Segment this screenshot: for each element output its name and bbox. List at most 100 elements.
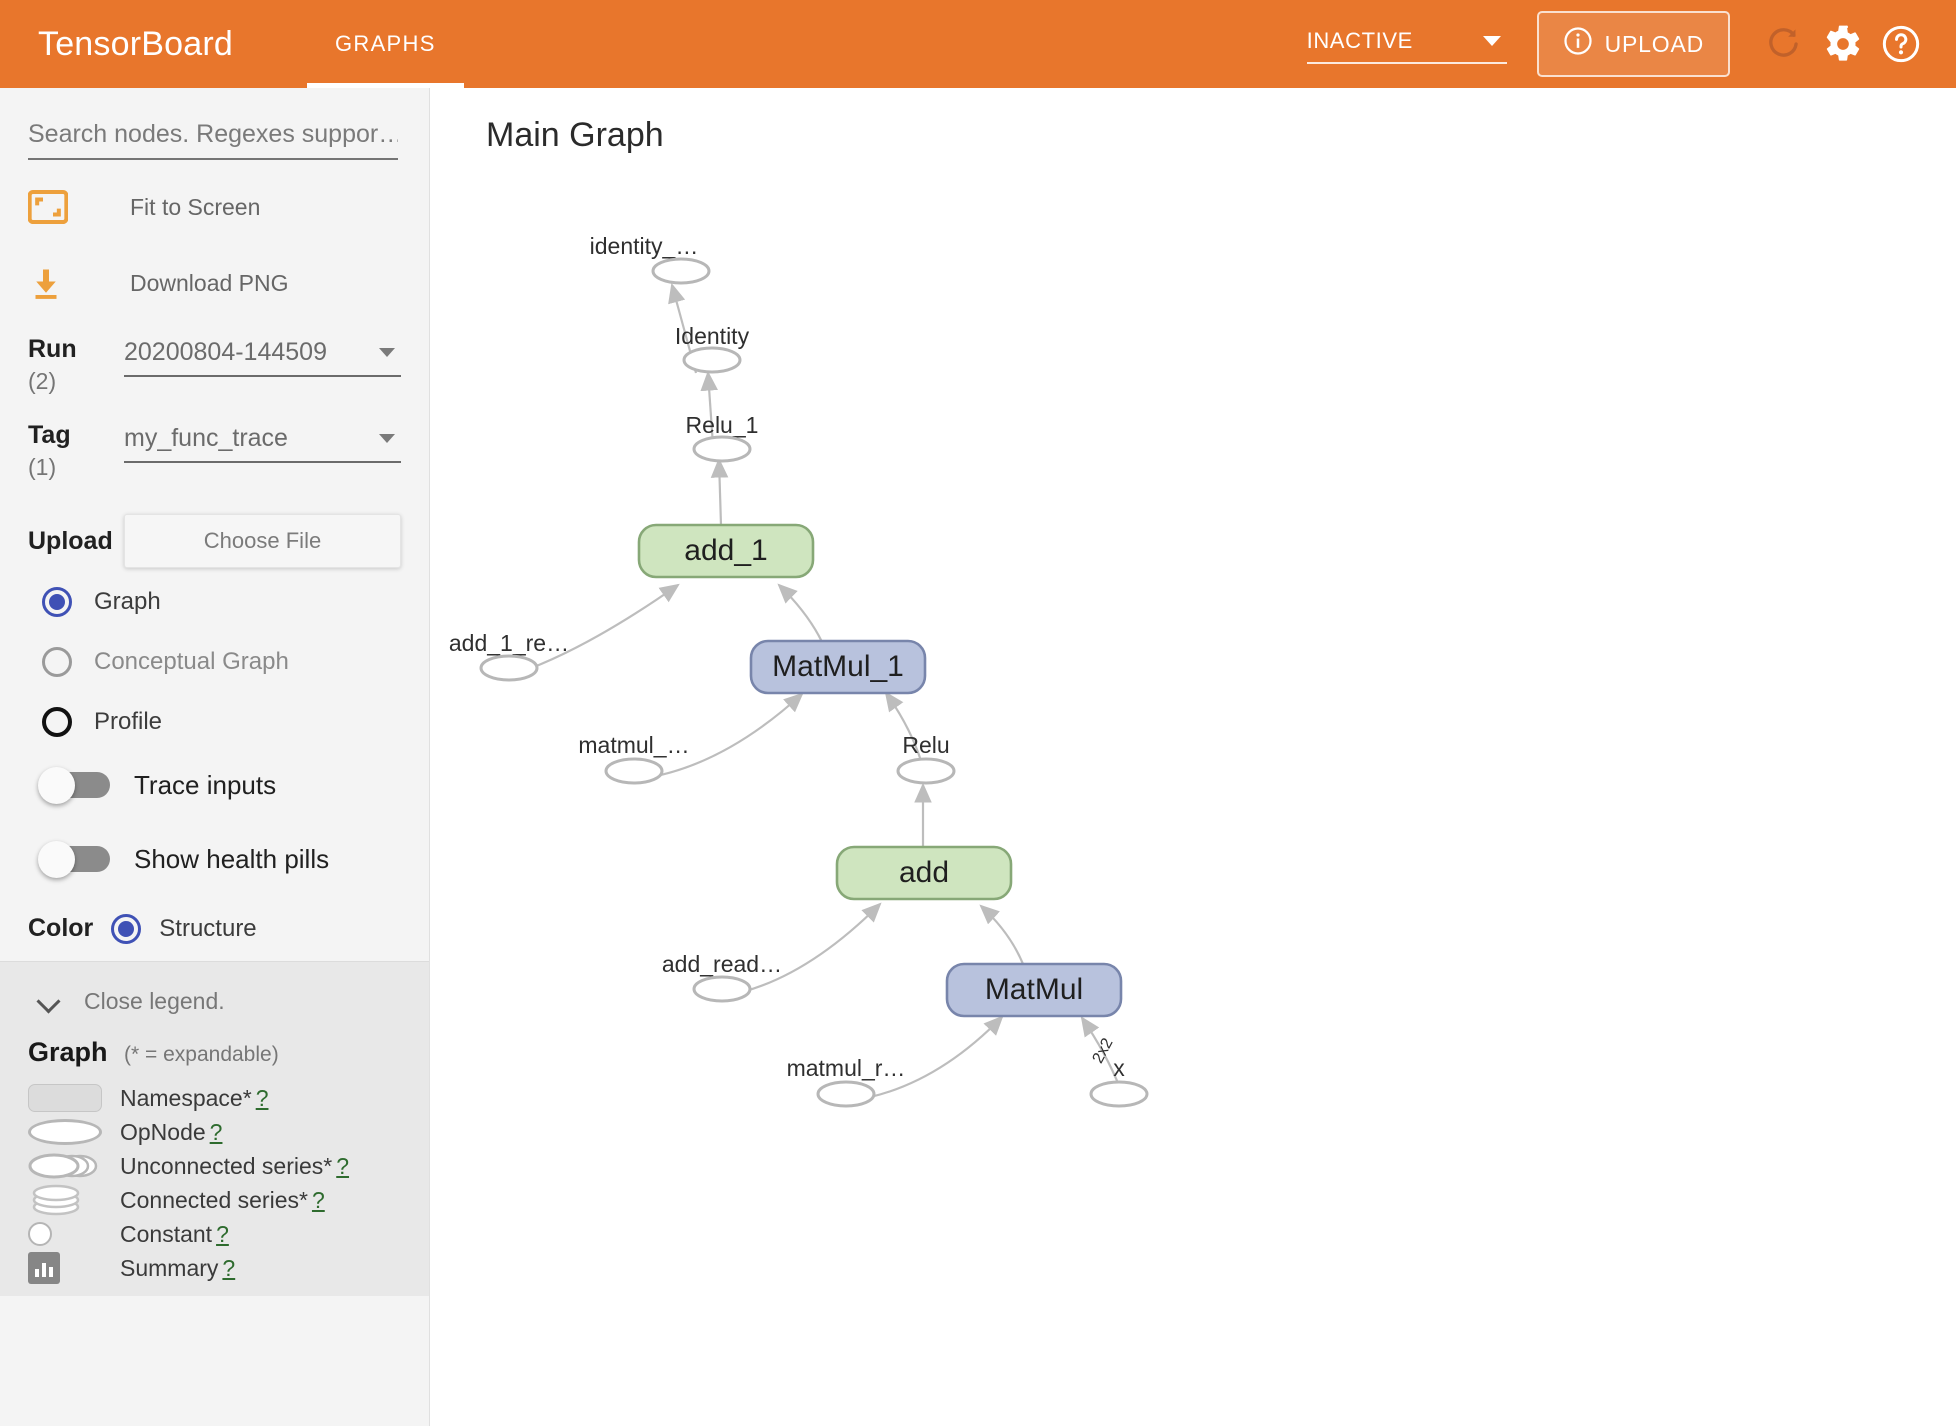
nav-tabs: GRAPHS bbox=[306, 0, 464, 88]
help-link-unconnected-series[interactable]: ? bbox=[336, 1152, 350, 1179]
node-matmul-1-label: MatMul_1 bbox=[772, 650, 904, 683]
node-identity-1-shape[interactable] bbox=[651, 257, 711, 285]
run-status-dropdown[interactable]: INACTIVE bbox=[1306, 28, 1507, 64]
legend-item-unconnected-series: Unconnected series*? bbox=[28, 1150, 401, 1182]
node-relu-1-shape[interactable] bbox=[692, 435, 752, 463]
chevron-down-icon bbox=[40, 991, 62, 1013]
search-input[interactable] bbox=[28, 120, 398, 160]
node-add-1-readvariableop-label: add_1_re… bbox=[449, 630, 569, 656]
help-link-namespace[interactable]: ? bbox=[255, 1084, 269, 1111]
chevron-down-icon bbox=[379, 434, 395, 443]
help-link-connected-series[interactable]: ? bbox=[311, 1186, 325, 1213]
fit-to-screen-icon bbox=[28, 190, 78, 224]
tag-label-group: Tag (1) bbox=[28, 420, 124, 484]
legend-panel: Close legend. Graph (* = expandable) Nam… bbox=[0, 962, 429, 1296]
toolbar-actions: INACTIVE UPLOAD bbox=[1306, 0, 1930, 88]
graph-canvas[interactable]: Main Graph bbox=[431, 88, 1956, 1426]
node-add-readvariableop[interactable]: add_read… bbox=[662, 951, 782, 1003]
node-add-1[interactable]: add_1 bbox=[637, 523, 815, 579]
node-relu[interactable]: Relu bbox=[896, 732, 956, 785]
legend-label-summary: Summary bbox=[120, 1254, 219, 1281]
opnode-swatch-icon bbox=[28, 1119, 120, 1145]
node-matmul-shape[interactable] bbox=[945, 962, 1123, 1018]
close-legend-button[interactable]: Close legend. bbox=[28, 988, 401, 1015]
node-matmul[interactable]: MatMul bbox=[945, 962, 1123, 1018]
node-x-shape[interactable] bbox=[1089, 1080, 1149, 1108]
run-label-group: Run (2) bbox=[28, 334, 124, 398]
node-add-shape[interactable] bbox=[835, 845, 1013, 901]
radio-structure-icon[interactable] bbox=[111, 913, 142, 944]
legend-title: Graph bbox=[28, 1037, 108, 1067]
color-field: Color Structure bbox=[0, 896, 429, 962]
help-link-constant[interactable]: ? bbox=[216, 1220, 229, 1247]
node-matmul-1-readvariableop-shape[interactable] bbox=[604, 757, 664, 785]
node-add[interactable]: add bbox=[835, 845, 1013, 901]
tag-value: my_func_trace bbox=[124, 424, 288, 452]
node-relu-label: Relu bbox=[902, 732, 949, 758]
node-identity-1[interactable]: identity_… bbox=[590, 233, 711, 285]
color-label: Color bbox=[28, 914, 94, 942]
node-identity[interactable]: Identity bbox=[675, 323, 750, 374]
legend-title-row: Graph (* = expandable) bbox=[28, 1037, 401, 1068]
run-count: (2) bbox=[28, 368, 57, 394]
radio-conceptual-graph[interactable]: Conceptual Graph bbox=[0, 636, 429, 688]
gear-icon[interactable] bbox=[1814, 15, 1872, 73]
health-pills-switch-icon bbox=[38, 841, 110, 878]
help-link-summary[interactable]: ? bbox=[222, 1254, 236, 1281]
node-matmul-readvariableop-shape[interactable] bbox=[816, 1080, 876, 1108]
choose-file-button[interactable]: Choose File bbox=[124, 514, 401, 568]
node-matmul-1[interactable]: MatMul_1 bbox=[749, 639, 927, 695]
graph-svg: identity_… Identity Relu_1 add_1 add_1_r… bbox=[449, 233, 1149, 1108]
fit-to-screen-button[interactable]: Fit to Screen bbox=[0, 178, 429, 236]
radio-profile-icon bbox=[42, 707, 72, 737]
legend-label-connected-series: Connected series* bbox=[120, 1186, 308, 1213]
node-add-1-shape[interactable] bbox=[637, 523, 815, 579]
radio-profile-label: Profile bbox=[94, 708, 163, 735]
legend-item-constant: Constant? bbox=[28, 1218, 401, 1250]
radio-profile[interactable]: Profile bbox=[0, 696, 429, 748]
upload-button[interactable]: UPLOAD bbox=[1536, 11, 1730, 77]
legend-label-unconnected-series: Unconnected series* bbox=[120, 1152, 333, 1179]
node-add-1-label: add_1 bbox=[684, 534, 767, 567]
legend-label-opnode: OpNode bbox=[120, 1118, 206, 1145]
node-relu-1[interactable]: Relu_1 bbox=[686, 412, 759, 463]
info-icon bbox=[1563, 26, 1593, 62]
node-matmul-1-readvariableop[interactable]: matmul_… bbox=[578, 732, 690, 785]
help-icon[interactable] bbox=[1872, 15, 1930, 73]
page-title: Main Graph bbox=[486, 116, 664, 154]
connected-series-swatch-icon bbox=[28, 1184, 120, 1216]
node-matmul-readvariableop[interactable]: matmul_r… bbox=[787, 1055, 906, 1108]
top-toolbar: TensorBoard GRAPHS INACTIVE UPLOAD bbox=[0, 0, 1956, 88]
tag-select[interactable]: my_func_trace bbox=[124, 424, 401, 463]
run-select[interactable]: 20200804-144509 bbox=[124, 338, 401, 377]
legend-label-constant: Constant bbox=[120, 1220, 213, 1247]
refresh-icon[interactable] bbox=[1756, 15, 1814, 73]
radio-graph[interactable]: Graph bbox=[0, 576, 429, 628]
node-add-readvariableop-label: add_read… bbox=[662, 951, 782, 977]
chevron-down-icon bbox=[1482, 36, 1501, 46]
trace-inputs-label: Trace inputs bbox=[134, 769, 277, 800]
summary-swatch-icon bbox=[28, 1252, 120, 1284]
node-add-1-readvariableop[interactable]: add_1_re… bbox=[449, 630, 569, 682]
node-add-readvariableop-shape[interactable] bbox=[692, 975, 752, 1003]
legend-item-connected-series: Connected series*? bbox=[28, 1184, 401, 1216]
close-legend-label: Close legend. bbox=[84, 988, 225, 1014]
download-png-button[interactable]: Download PNG bbox=[0, 254, 429, 312]
toggle-show-health-pills[interactable]: Show health pills bbox=[0, 822, 429, 896]
search-container bbox=[0, 88, 429, 160]
sidebar: Fit to Screen Download PNG Run (2) bbox=[0, 88, 430, 1426]
legend-item-namespace: Namespace*? bbox=[28, 1082, 401, 1114]
node-matmul-readvariableop-label: matmul_r… bbox=[787, 1055, 906, 1081]
upload-label: Upload bbox=[28, 526, 113, 555]
node-relu-shape[interactable] bbox=[896, 757, 956, 785]
node-identity-shape[interactable] bbox=[682, 346, 742, 374]
node-matmul-1-shape[interactable] bbox=[749, 639, 927, 695]
tab-graphs[interactable]: GRAPHS bbox=[306, 0, 464, 88]
app-brand: TensorBoard bbox=[38, 24, 233, 63]
node-add-1-readvariableop-shape[interactable] bbox=[479, 654, 539, 682]
trace-inputs-switch-icon bbox=[38, 767, 110, 804]
node-x[interactable]: x bbox=[1089, 1055, 1149, 1108]
help-link-opnode[interactable]: ? bbox=[209, 1118, 223, 1145]
toggle-trace-inputs[interactable]: Trace inputs bbox=[0, 748, 429, 822]
